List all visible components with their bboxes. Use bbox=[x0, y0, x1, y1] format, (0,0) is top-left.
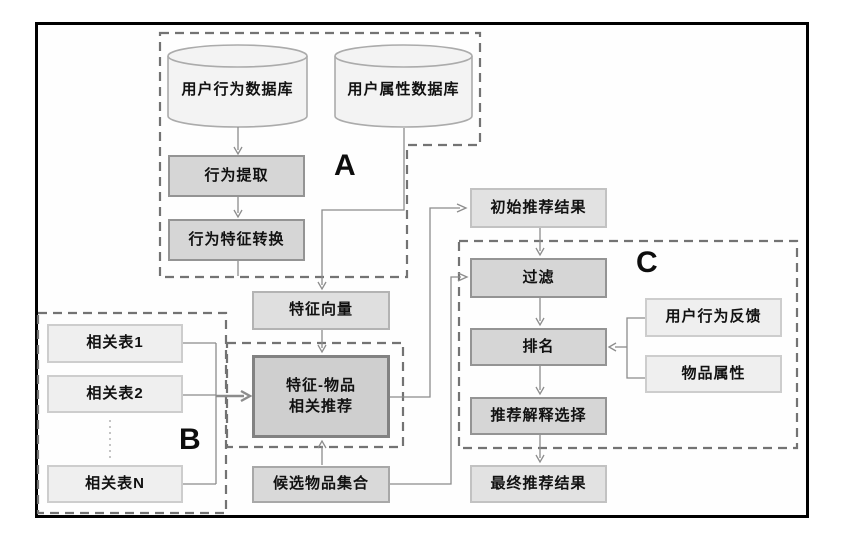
node-label: 行为提取 bbox=[204, 166, 269, 184]
node-user-attr-db: 用户属性数据库 bbox=[335, 66, 472, 111]
node-label: 行为特征转换 bbox=[188, 230, 285, 248]
edge-initial-result-to-filter bbox=[535, 228, 545, 257]
node-label-line1: 特征-物品 bbox=[286, 377, 356, 395]
node-label: 用户行为数据库 bbox=[181, 81, 294, 98]
node-label: 相关表2 bbox=[86, 384, 144, 402]
group-a-label: A bbox=[334, 149, 356, 182]
group-b-label: B bbox=[179, 423, 201, 456]
node-candidate-item-set: 候选物品集合 bbox=[252, 466, 390, 503]
cylinder-user-attr-db bbox=[334, 44, 473, 128]
group-a-outline bbox=[158, 31, 482, 279]
edge-filter-to-ranking bbox=[535, 298, 545, 327]
node-rel-table-1: 相关表1 bbox=[47, 324, 183, 363]
edge-attr-db-to-feature-vector bbox=[317, 128, 405, 291]
node-explanation-select: 推荐解释选择 bbox=[470, 397, 607, 435]
edge-collector-to-feature-item bbox=[216, 389, 253, 403]
edge-behavior-db-to-extract bbox=[233, 127, 243, 156]
node-label: 过滤 bbox=[522, 268, 555, 286]
edge-extract-to-transform bbox=[233, 197, 243, 219]
node-label: 用户属性数据库 bbox=[347, 81, 460, 98]
node-behavior-feature-transform: 行为特征转换 bbox=[168, 219, 305, 261]
node-label: 物品属性 bbox=[681, 364, 746, 382]
node-user-behavior-feedback: 用户行为反馈 bbox=[645, 298, 782, 337]
node-label-line2: 相关推荐 bbox=[288, 397, 353, 415]
node-label: 相关表1 bbox=[86, 334, 144, 352]
edge-feedback-bracket-to-ranking bbox=[607, 317, 645, 379]
edge-candidate-to-filter bbox=[390, 272, 469, 485]
node-rel-table-n: 相关表N bbox=[47, 465, 183, 503]
node-ranking: 排名 bbox=[470, 328, 607, 366]
node-label: 特征向量 bbox=[288, 301, 353, 319]
node-label: 候选物品集合 bbox=[272, 475, 369, 493]
node-initial-result: 初始推荐结果 bbox=[470, 188, 607, 228]
node-label: 相关表N bbox=[85, 474, 145, 492]
group-c-label: C bbox=[636, 246, 658, 279]
node-behavior-extract: 行为提取 bbox=[168, 155, 305, 197]
node-rel-table-2: 相关表2 bbox=[47, 375, 183, 413]
node-feature-item-recommend: 特征-物品 相关推荐 bbox=[252, 355, 390, 438]
node-label: 用户行为反馈 bbox=[665, 308, 762, 326]
node-user-behavior-db: 用户行为数据库 bbox=[168, 66, 307, 111]
edge-ranking-to-explanation bbox=[535, 366, 545, 396]
edge-feature-item-to-initial-result bbox=[390, 203, 468, 398]
node-filter: 过滤 bbox=[470, 258, 607, 298]
node-label: 推荐解释选择 bbox=[490, 406, 587, 424]
node-label: 初始推荐结果 bbox=[490, 198, 587, 216]
node-label: 排名 bbox=[522, 337, 555, 355]
edge-feature-vector-to-feature-item bbox=[317, 330, 327, 354]
group-b-outline bbox=[36, 311, 228, 515]
node-final-result: 最终推荐结果 bbox=[470, 465, 607, 503]
edge-explanation-to-final-result bbox=[535, 435, 545, 464]
node-item-attributes: 物品属性 bbox=[645, 355, 782, 393]
edge-rel-tables-collector bbox=[183, 342, 217, 485]
edge-candidate-to-feature-item bbox=[317, 439, 327, 465]
cylinder-user-behavior-db bbox=[167, 44, 308, 128]
node-label: 最终推荐结果 bbox=[490, 474, 587, 492]
node-feature-vector: 特征向量 bbox=[252, 291, 390, 330]
group-c-outline bbox=[457, 239, 799, 450]
